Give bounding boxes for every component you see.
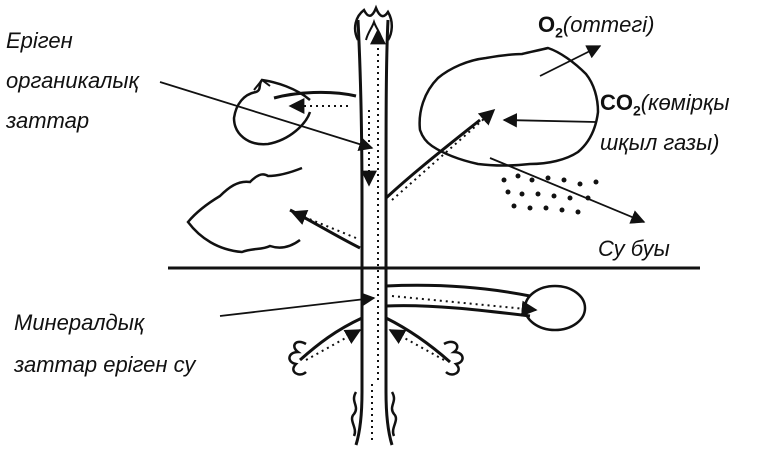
o2-formula: O2 (538, 12, 563, 37)
stem (355, 8, 392, 445)
roots (289, 318, 462, 440)
co2-arrow (504, 120, 596, 122)
vapor-dots (502, 174, 599, 215)
leaf-lower-left (188, 168, 360, 252)
label-minerals-line2: заттар еріген су (14, 348, 195, 382)
leaf-right (386, 48, 598, 200)
label-co2-line2: шқыл газы) (600, 126, 719, 160)
label-co2: CO2(көмірқы (600, 86, 730, 127)
label-vapor: Су буы (598, 232, 670, 266)
label-organic-line3: заттар (6, 104, 89, 138)
co2-formula: CO2 (600, 90, 641, 115)
label-organic-line2: органикалық (6, 64, 139, 98)
vapor-arrow (490, 158, 644, 222)
co2-name-line1: (көмірқы (641, 90, 730, 115)
minerals-pointer (220, 298, 374, 316)
storage-organ (386, 285, 585, 330)
leaf-upper-left (234, 80, 356, 144)
o2-arrow (540, 46, 600, 76)
o2-name: (оттегі) (563, 12, 655, 37)
label-minerals-line1: Минералдық (14, 306, 144, 340)
label-organic-line1: Еріген (6, 24, 73, 58)
label-o2: O2(оттегі) (538, 8, 654, 49)
